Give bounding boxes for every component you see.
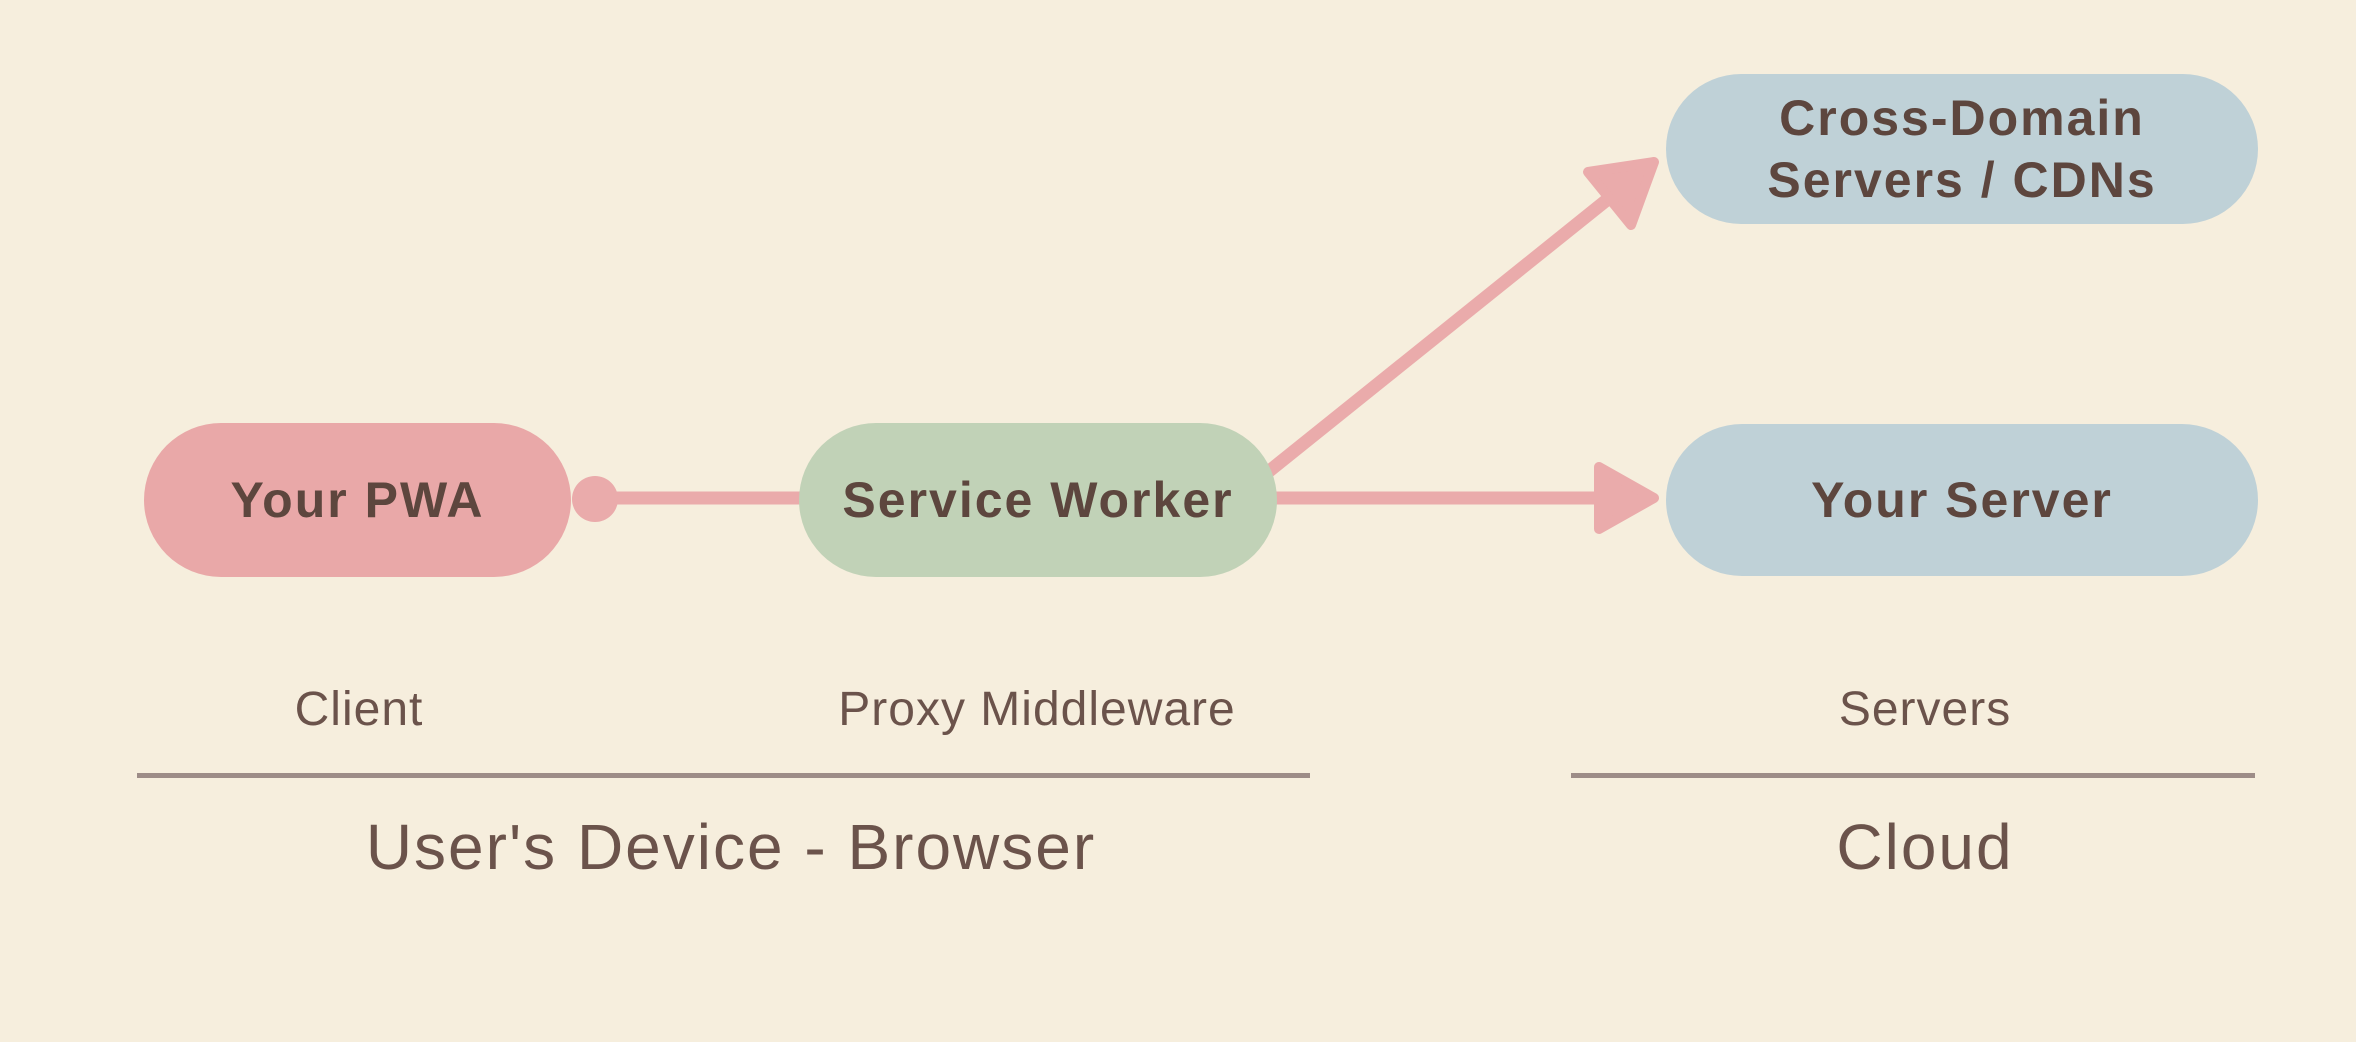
service-worker-to-server-arrowhead (1594, 462, 1659, 534)
label-servers: Servers (1838, 683, 2012, 736)
node-service-worker-label: Service Worker (842, 472, 1234, 528)
node-your-pwa-label: Your PWA (230, 472, 485, 528)
node-your-server: Your Server (1666, 424, 2258, 576)
service-worker-to-cdn-line (1263, 193, 1613, 478)
node-your-server-label: Your Server (1811, 472, 2113, 528)
label-client: Client (294, 683, 424, 736)
node-cross-domain-servers: Cross-Domain Servers / CDNs (1666, 74, 2258, 224)
left-divider-line (137, 773, 1310, 778)
node-service-worker: Service Worker (799, 423, 1277, 577)
pwa-connector-dot (572, 476, 618, 522)
label-proxy-middleware: Proxy Middleware (838, 683, 1236, 736)
label-users-device-browser: User's Device - Browser (365, 811, 1097, 883)
node-your-pwa: Your PWA (144, 423, 571, 577)
right-divider-line (1571, 773, 2255, 778)
label-cloud: Cloud (1836, 811, 2014, 883)
service-worker-to-cdn-arrowhead (1583, 157, 1659, 230)
node-cross-domain-servers-label: Cross-Domain Servers / CDNs (1767, 90, 2157, 208)
